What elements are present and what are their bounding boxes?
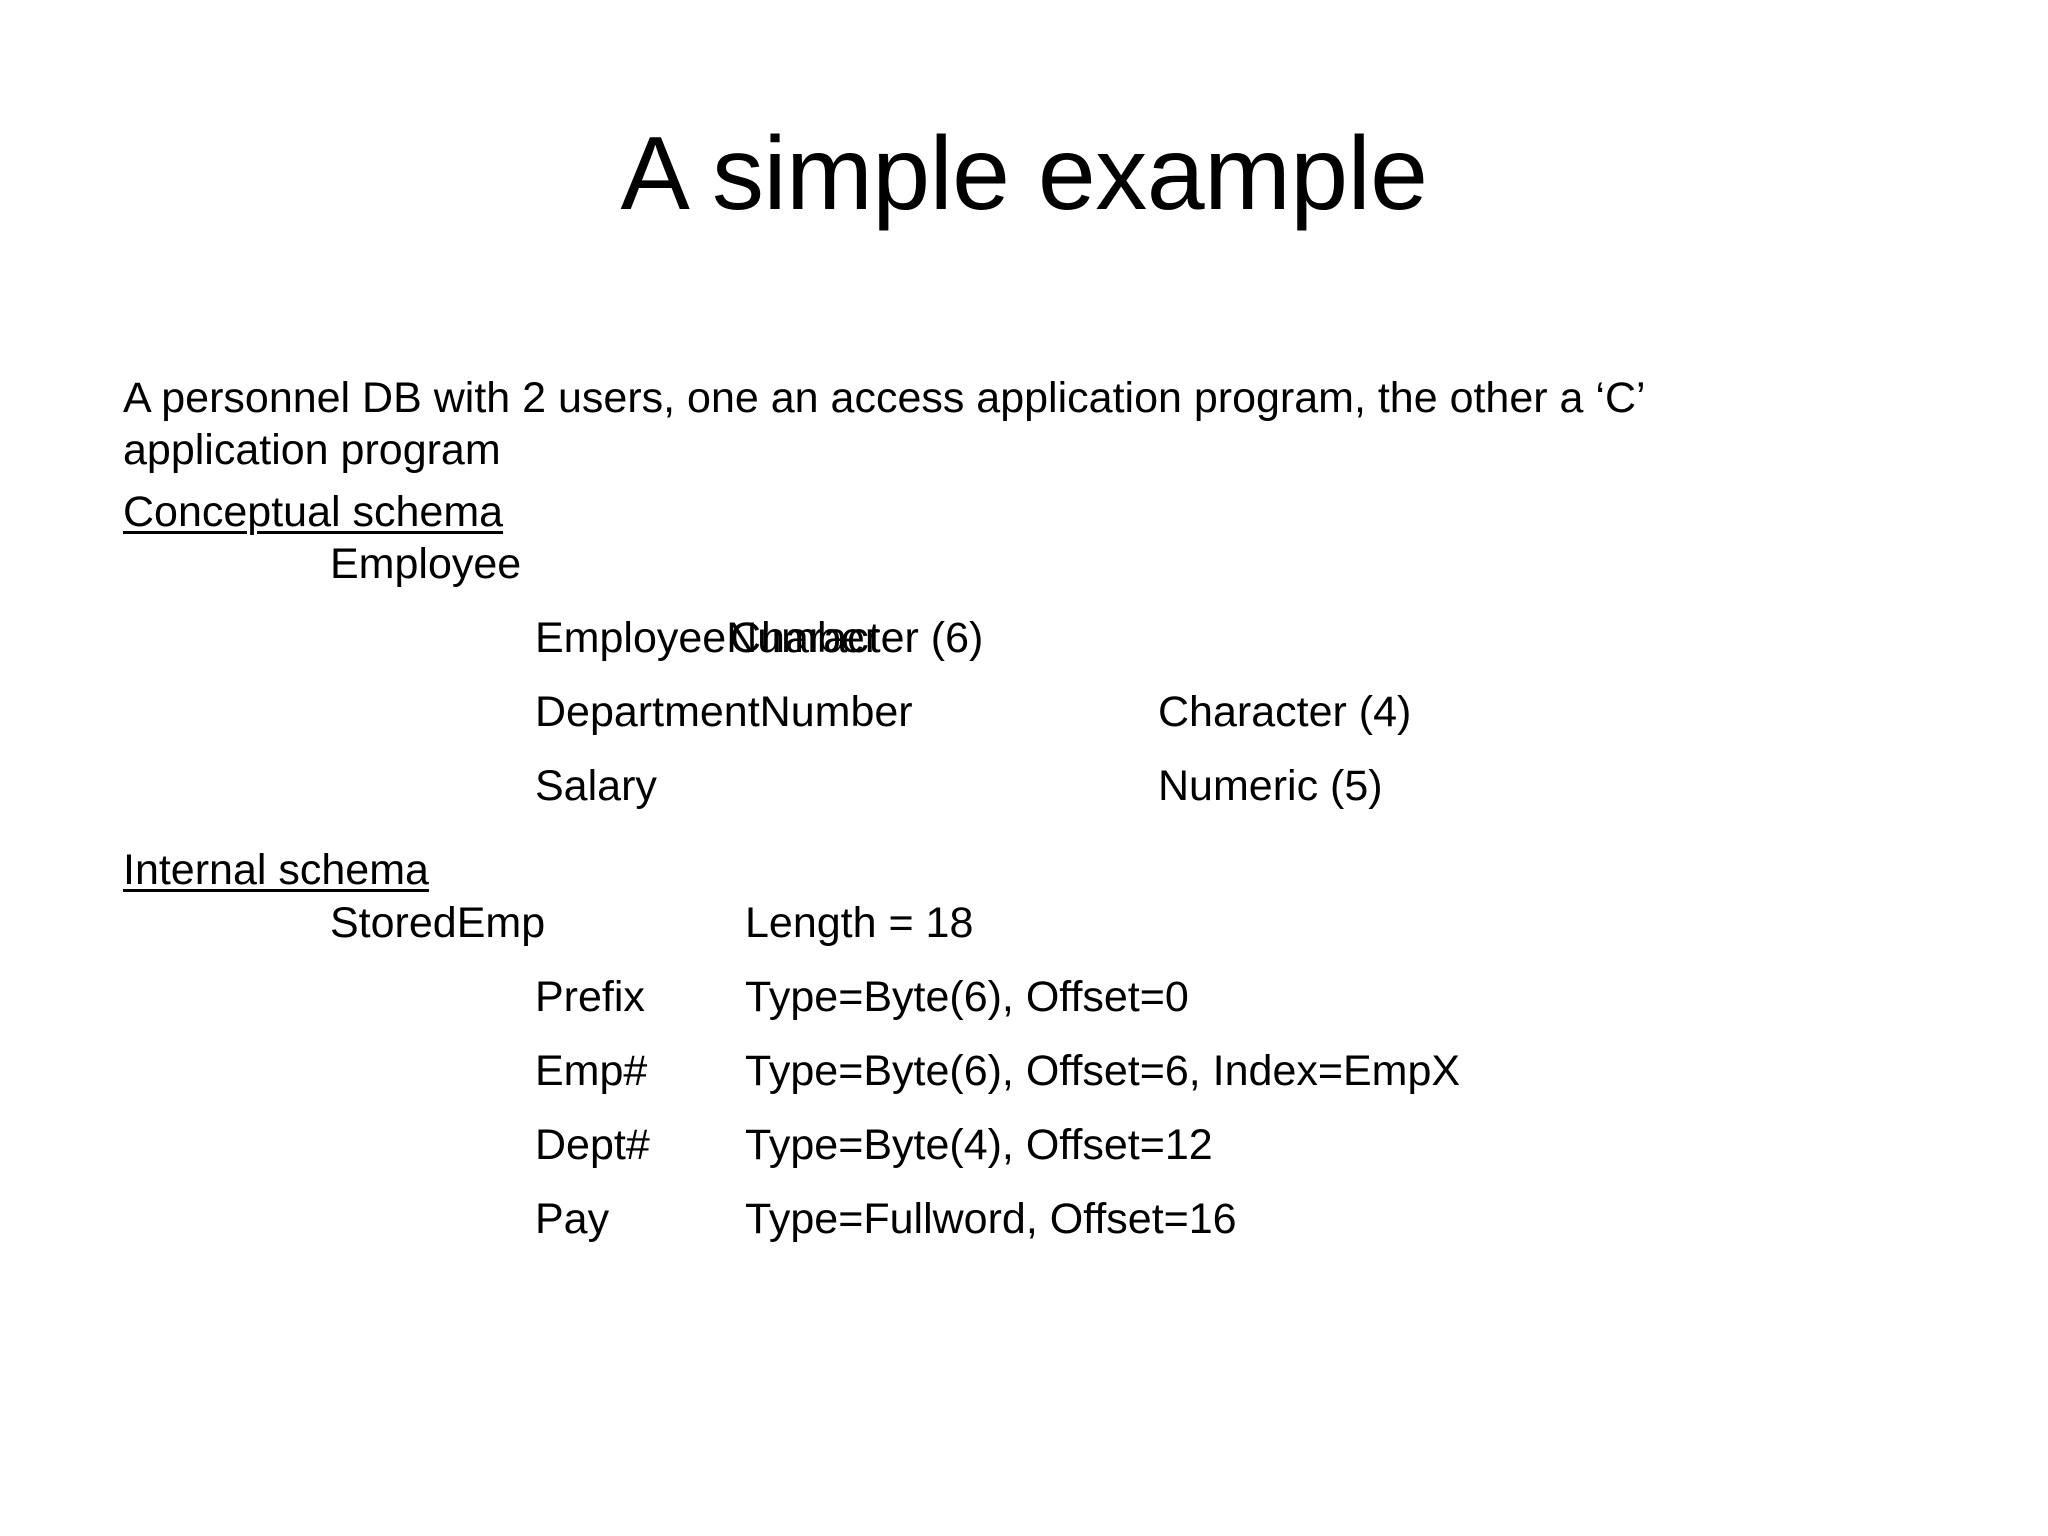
conceptual-field-name: Salary — [535, 762, 657, 811]
internal-field-name: Pay — [535, 1194, 610, 1243]
conceptual-field-name: DepartmentNumber — [535, 688, 913, 737]
internal-field-spec: Type=Byte(6), Offset=6, Index=EmpX — [745, 1046, 1461, 1095]
conceptual-field-type: Character (4) — [1158, 688, 1412, 737]
conceptual-field-type: Character (6) — [730, 614, 984, 663]
conceptual-field-type: Numeric (5) — [1158, 762, 1383, 811]
slide-body: A personnel DB with 2 users, one an acce… — [123, 372, 1953, 1272]
conceptual-schema-heading: Conceptual schema — [123, 481, 1953, 543]
internal-record-length: Length = 18 — [745, 898, 974, 947]
conceptual-schema-heading-label: Conceptual schema — [123, 487, 504, 536]
conceptual-entity-name: Employee — [330, 540, 522, 589]
internal-record-name: StoredEmp — [330, 898, 546, 947]
internal-schema-heading: Internal schema — [123, 839, 1953, 901]
internal-field-spec: Type=Byte(6), Offset=0 — [745, 972, 1189, 1021]
internal-field-row: Dept# Type=Byte(4), Offset=12 — [123, 1120, 1953, 1198]
intro-paragraph: A personnel DB with 2 users, one an acce… — [123, 374, 1644, 475]
internal-field-row: Emp# Type=Byte(6), Offset=6, Index=EmpX — [123, 1046, 1953, 1124]
conceptual-entity-row: Employee — [123, 543, 1953, 617]
internal-field-name: Dept# — [535, 1120, 650, 1169]
conceptual-field-row: DepartmentNumber Character (4) — [123, 691, 1953, 765]
internal-field-name: Emp# — [535, 1046, 648, 1095]
internal-field-name: Prefix — [535, 972, 645, 1021]
internal-schema-heading-label: Internal schema — [123, 846, 429, 895]
conceptual-field-row: EmployeeNumber Character (6) — [123, 617, 1953, 691]
internal-field-row: Pay Type=Fullword, Offset=16 — [123, 1194, 1953, 1272]
internal-field-spec: Type=Byte(4), Offset=12 — [745, 1120, 1213, 1169]
conceptual-field-name: EmployeeNumber — [535, 614, 880, 663]
internal-record-row: StoredEmp Length = 18 — [123, 898, 1953, 976]
conceptual-field-row: Salary Numeric (5) — [123, 765, 1953, 839]
page-title: A simple example — [620, 116, 1428, 232]
internal-field-row: Prefix Type=Byte(6), Offset=0 — [123, 972, 1953, 1050]
internal-field-spec: Type=Fullword, Offset=16 — [745, 1194, 1237, 1243]
